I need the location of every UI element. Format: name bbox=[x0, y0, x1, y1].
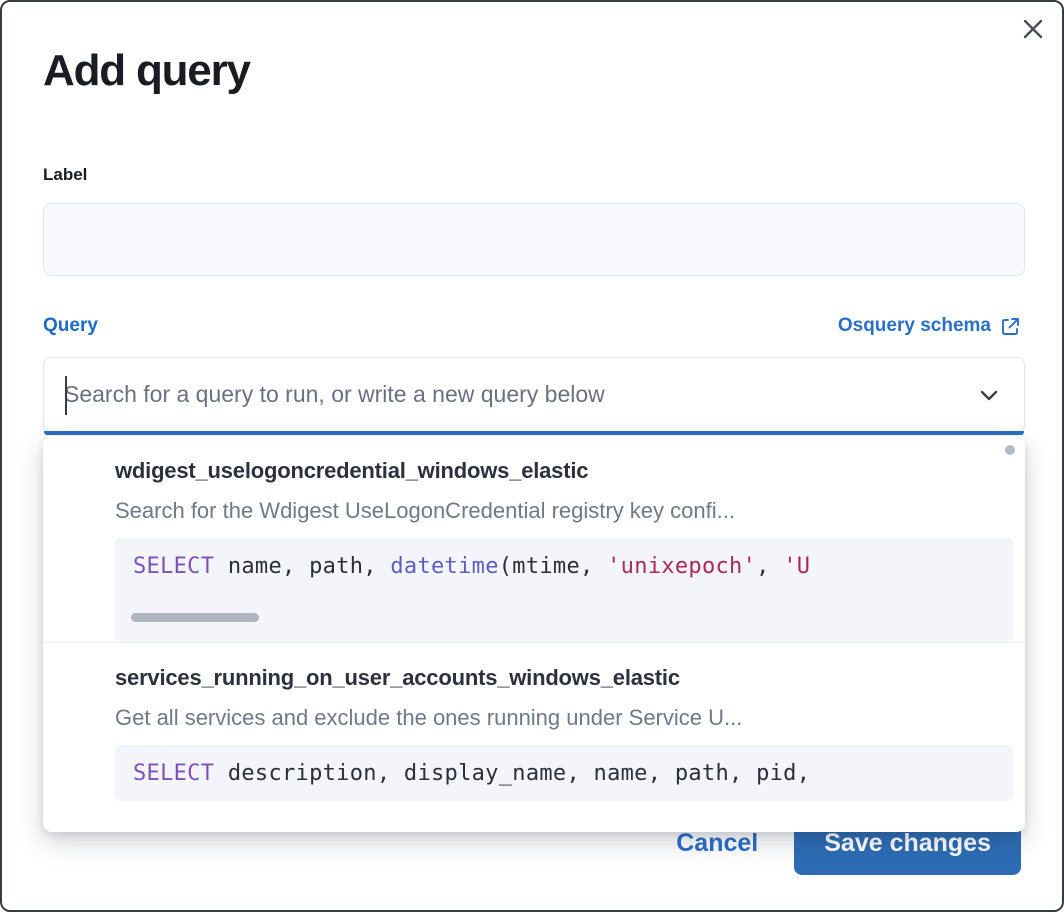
chevron-down-icon-glyph bbox=[980, 390, 998, 400]
external-link-icon bbox=[1002, 317, 1019, 335]
close-icon-glyph bbox=[1023, 19, 1043, 39]
list-item[interactable]: wdigest_uselogoncredential_windows_elast… bbox=[43, 436, 1025, 642]
sql-code-line: SELECT name, path, datetime(mtime, 'unix… bbox=[133, 554, 811, 579]
close-icon[interactable] bbox=[1016, 12, 1050, 46]
label-input[interactable] bbox=[43, 203, 1025, 276]
code-horizontal-scrollbar[interactable] bbox=[131, 613, 259, 622]
dropdown-scrollbar[interactable] bbox=[1005, 445, 1015, 455]
chevron-down-icon[interactable] bbox=[974, 380, 1004, 410]
text-cursor bbox=[65, 376, 67, 415]
osquery-schema-link-label: Osquery schema bbox=[837, 315, 991, 336]
suggestion-title: wdigest_uselogoncredential_windows_elast… bbox=[115, 458, 589, 483]
osquery-schema-link[interactable]: Osquery schema bbox=[838, 315, 1021, 337]
suggestion-code-block: SELECT name, path, datetime(mtime, 'unix… bbox=[115, 538, 1013, 642]
suggestion-title: services_running_on_user_accounts_window… bbox=[115, 665, 680, 690]
suggestion-description: Search for the Wdigest UseLogonCredentia… bbox=[115, 498, 735, 523]
list-item[interactable]: services_running_on_user_accounts_window… bbox=[43, 642, 1025, 801]
page-title: Add query bbox=[43, 46, 251, 95]
suggestion-description: Get all services and exclude the ones ru… bbox=[115, 705, 743, 730]
sql-code-line: SELECT description, display_name, name, … bbox=[133, 761, 811, 786]
query-field-label[interactable]: Query bbox=[43, 315, 98, 336]
query-suggestions-dropdown[interactable]: wdigest_uselogoncredential_windows_elast… bbox=[43, 436, 1025, 832]
cancel-button[interactable]: Cancel bbox=[676, 829, 759, 857]
suggestion-code-block: SELECT description, display_name, name, … bbox=[115, 745, 1013, 801]
query-search-input[interactable]: Search for a query to run, or write a ne… bbox=[64, 381, 605, 407]
query-combobox[interactable]: Search for a query to run, or write a ne… bbox=[43, 357, 1025, 435]
label-field-label: Label bbox=[43, 165, 88, 184]
